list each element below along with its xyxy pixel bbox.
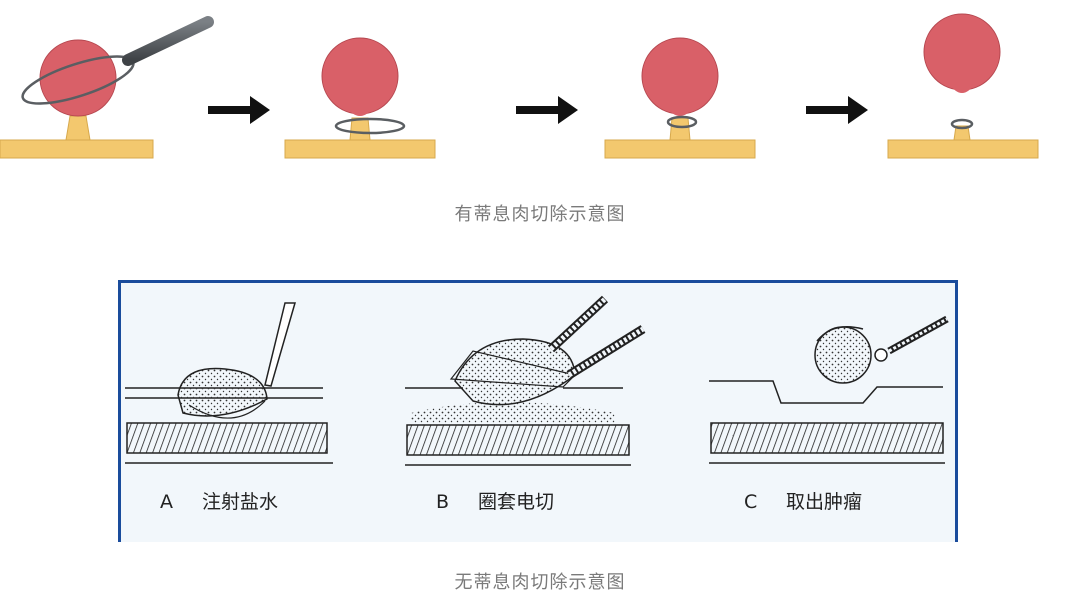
panel-b-label: B 圈套电切 xyxy=(436,487,554,514)
figure1-caption: 有蒂息肉切除示意图 xyxy=(454,204,626,225)
pedunculated-polyp-diagram xyxy=(0,13,1064,159)
panel-b-text: 圈套电切 xyxy=(478,491,555,513)
sessile-polyp-diagram-frame xyxy=(118,280,958,542)
stage-3 xyxy=(604,37,784,159)
sessile-polyp-diagram xyxy=(125,295,949,466)
panel-c-letter: C xyxy=(744,491,758,513)
arrow-icon xyxy=(806,96,868,124)
panel-b-drawing xyxy=(405,295,646,466)
panel-c-label: C 取出肿瘤 xyxy=(744,487,862,514)
panel-a-text: 注射盐水 xyxy=(202,491,279,513)
stage-1 xyxy=(0,16,214,159)
panel-b-letter: B xyxy=(436,491,450,513)
stage-2 xyxy=(284,37,484,159)
panel-a-label: A 注射盐水 xyxy=(160,487,278,514)
panel-c-text: 取出肿瘤 xyxy=(786,491,863,513)
arrow-icon xyxy=(208,96,270,124)
figure2-caption: 无蒂息肉切除示意图 xyxy=(454,572,626,593)
stage-4 xyxy=(887,13,1064,159)
arrow-icon xyxy=(516,96,578,124)
panel-c-drawing xyxy=(709,315,949,464)
panel-a-letter: A xyxy=(160,491,173,513)
panel-a-drawing xyxy=(125,302,333,464)
